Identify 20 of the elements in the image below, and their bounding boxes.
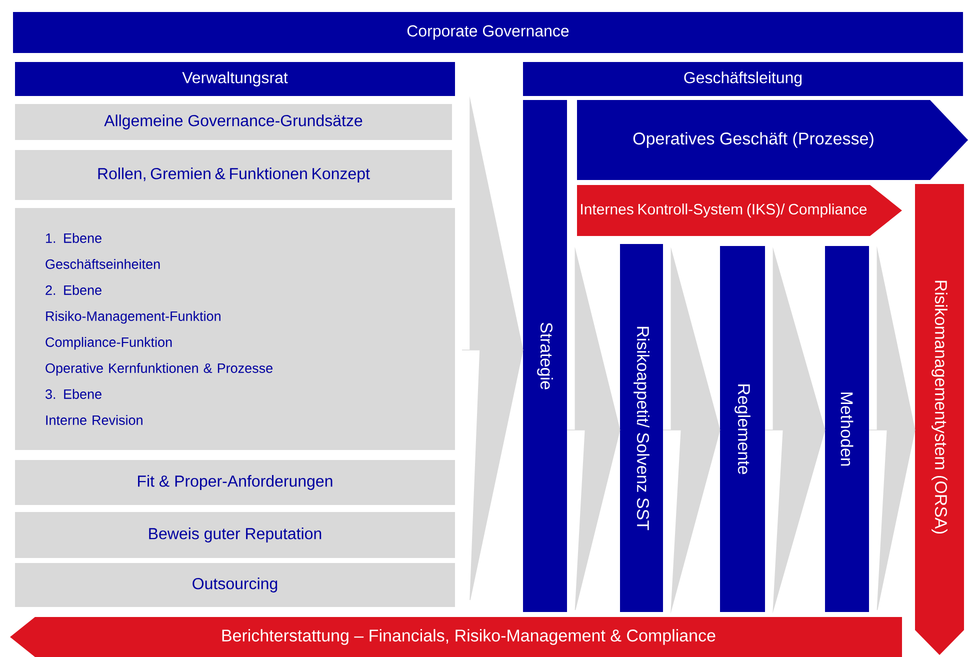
vertical-bar: Methoden xyxy=(825,246,869,612)
text-box: Beweis guter Reputation xyxy=(15,512,455,558)
chevron-arrow xyxy=(662,246,720,614)
text-box: 1. Ebene Geschäftseinheiten 2. Ebene Risiko-Management-Funktion Compliance-Funktion Operative Kernfunktionen & Prozesse 3. Ebene Interne Revision xyxy=(15,208,455,450)
pentagon-banner: Operatives Geschäft (Prozesse) xyxy=(577,100,968,180)
vertical-bar: Reglemente xyxy=(720,246,765,612)
pentagon-banner: Internes Kontroll-System (IKS)/ Compliance xyxy=(577,185,902,236)
text-box: Allgemeine Governance-Grundsätze xyxy=(15,104,452,140)
chevron-arrow xyxy=(764,247,826,614)
vertical-bar: Strategie xyxy=(523,100,567,612)
chevron-arrow xyxy=(868,246,916,610)
text-box: Outsourcing xyxy=(15,563,455,607)
text-box: Fit & Proper-Anforderungen xyxy=(15,460,455,505)
section-header: Verwaltungsrat xyxy=(15,62,455,96)
chevron-arrow xyxy=(462,96,524,600)
text-box: Rollen, Gremien & Funktionen Konzept xyxy=(15,150,452,200)
vertical-bar: Risikoappetit/ Solvenz SST xyxy=(620,244,663,612)
section-header: Geschäftsleitung xyxy=(523,62,963,96)
title-bar: Corporate Governance xyxy=(13,12,963,53)
chevron-arrow xyxy=(566,246,620,610)
